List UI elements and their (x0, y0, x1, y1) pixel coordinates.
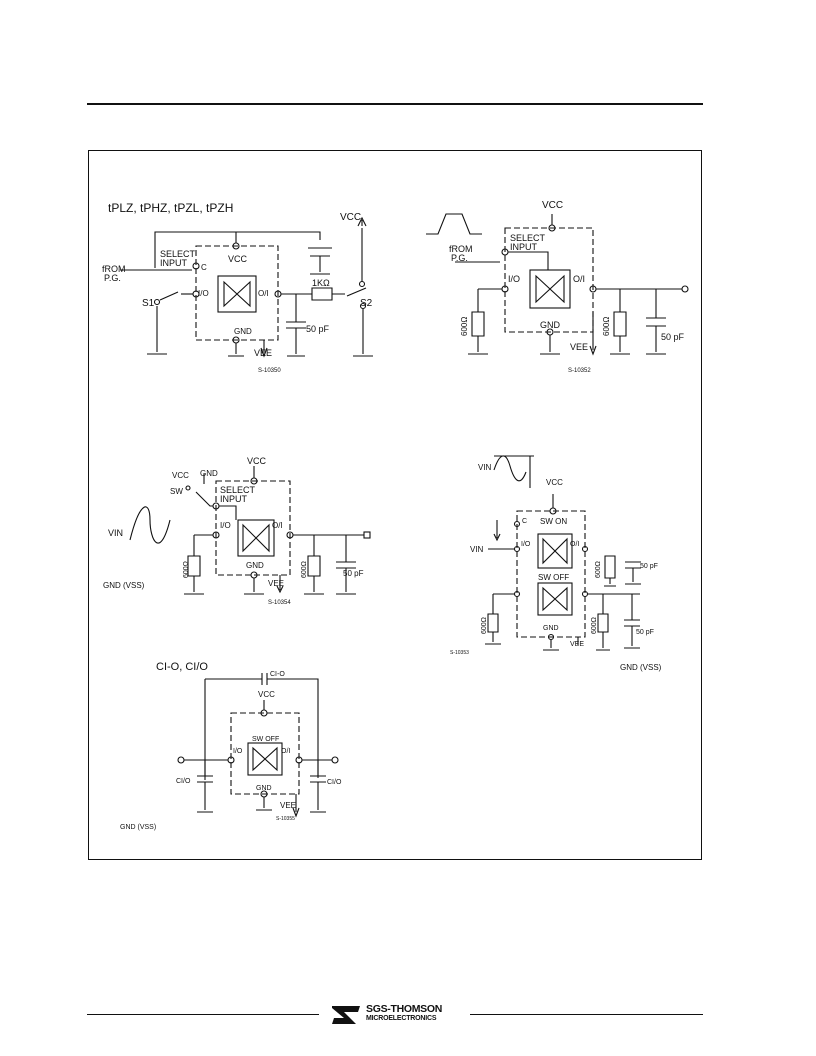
d5-gnd: GND (256, 785, 272, 792)
d2-input: INPUT (510, 242, 538, 252)
d2-r-in: 600Ω (460, 317, 469, 336)
d2-gnd: GND (540, 320, 561, 330)
footer-rule-right (470, 1014, 703, 1015)
d1-vcc: VCC (340, 212, 361, 223)
d4-code: S-10353 (450, 650, 469, 656)
diagram-1-title: tPLZ, tPHZ, tPZL, tPZH (108, 201, 233, 215)
d3-io: I/O (220, 521, 231, 530)
d4-c: C (522, 518, 527, 525)
d1-select: SELECT (160, 249, 196, 259)
d3-select: SELECT (220, 485, 256, 495)
diagram-1 (120, 216, 373, 358)
d4-vin-top: VIN (478, 463, 492, 472)
d1-r1k: 1KΩ (312, 278, 330, 288)
d2-select: SELECT (510, 233, 546, 243)
d3-cap: 50 pF (343, 569, 364, 578)
d1-from: fROM (102, 264, 126, 274)
d4-sw-off: SW OFF (538, 573, 569, 582)
d5-io: I/O (233, 748, 243, 755)
brand-subtitle: MICROELECTRONICS (366, 1015, 437, 1022)
d3-sw: SW (170, 487, 183, 496)
d2-vcc: VCC (542, 200, 563, 211)
footer-rule-left (87, 1014, 319, 1015)
d5-cio-right: CI/O (327, 779, 342, 786)
figure-frame (88, 150, 702, 860)
diagram-5-title: CI-O, CI/O (156, 661, 208, 673)
d1-code: S-10350 (258, 368, 281, 374)
header-rule (87, 103, 703, 105)
d5-cio-top: CI-O (270, 671, 285, 678)
diagram-2 (426, 213, 689, 356)
d4-r-bottom: 600Ω (591, 617, 598, 634)
d3-vee: VEE (268, 579, 284, 588)
d2-code: S-10352 (568, 368, 591, 374)
d1-io: I/O (198, 289, 209, 298)
d2-r-out: 600Ω (602, 317, 611, 336)
d1-cap: 50 pF (306, 324, 330, 334)
d4-vin: VIN (470, 545, 484, 554)
d1-oi: O/I (258, 289, 269, 298)
d5-vcc: VCC (258, 690, 275, 699)
d1-pg: P.G. (104, 273, 121, 283)
diagram-4 (485, 455, 641, 651)
d1-vee: VEE (254, 348, 272, 358)
d2-from: fROM (449, 244, 473, 254)
d3-r-in: 600Ω (183, 561, 190, 578)
d3-vcc-sw: VCC (172, 471, 189, 480)
d3-gnd-vss: GND (VSS) (103, 581, 145, 590)
d4-cap-bottom: 50 pF (636, 629, 654, 636)
d2-io: I/O (508, 274, 520, 284)
d3-vcc: VCC (247, 456, 267, 466)
st-logo (332, 1006, 360, 1024)
d4-gnd-vss: GND (VSS) (620, 663, 662, 672)
d1-gnd: GND (234, 327, 252, 336)
d3-r-out: 600Ω (301, 561, 308, 578)
d3-oi: O/I (272, 521, 283, 530)
d1-c: C (201, 263, 207, 272)
d3-input: INPUT (220, 494, 248, 504)
d5-code: S-10355 (276, 816, 295, 822)
brand-name: SGS-THOMSON (366, 1003, 443, 1015)
diagram-5 (177, 673, 339, 818)
d1-s1: S1 (142, 298, 155, 309)
d3-code: S-10354 (268, 600, 291, 606)
d5-cio-left: CI/O (176, 778, 191, 785)
d3-vin: VIN (108, 528, 123, 538)
d4-r-top: 600Ω (595, 561, 602, 578)
d2-cap: 50 pF (661, 332, 685, 342)
d2-oi: O/I (573, 274, 585, 284)
d5-gnd-vss: GND (VSS) (120, 824, 156, 831)
d4-sw-on: SW ON (540, 517, 567, 526)
d4-vee: VEE (570, 641, 584, 648)
d1-s2: S2 (360, 298, 373, 309)
d4-r-left: 600Ω (481, 617, 488, 634)
d2-pg: P.G. (451, 253, 468, 263)
d5-vee: VEE (280, 801, 296, 810)
d5-oi: O/I (281, 748, 290, 755)
d2-vee: VEE (570, 342, 588, 352)
d4-cap-top: 50 pF (640, 563, 658, 570)
diagram-3 (129, 466, 371, 595)
d4-gnd: GND (543, 625, 559, 632)
d3-gnd-sw: GND (200, 469, 218, 478)
d4-vcc: VCC (546, 478, 563, 487)
d1-vcc-chip: VCC (228, 254, 248, 264)
d5-sw-off: SW OFF (252, 736, 279, 743)
d4-io: I/O (521, 541, 531, 548)
d4-oi: O/I (570, 541, 579, 548)
d1-input: INPUT (160, 258, 188, 268)
d3-gnd: GND (246, 561, 264, 570)
